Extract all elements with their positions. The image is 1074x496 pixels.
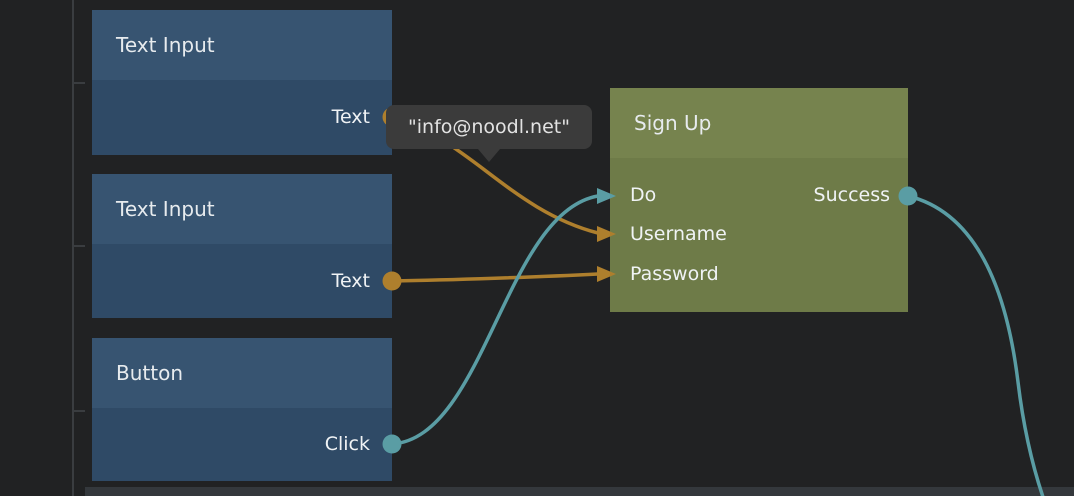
bottom-panel-edge	[85, 487, 1074, 496]
wire-text2-to-password[interactable]	[391, 272, 599, 283]
node-title-bar: Button	[92, 338, 392, 408]
node-text-input-2[interactable]: Text Input Text	[92, 174, 392, 318]
guide-tick	[72, 410, 85, 412]
input-port-password[interactable]: Password	[630, 263, 719, 285]
value-tooltip: "info@noodl.net"	[386, 105, 592, 162]
output-port-text[interactable]: Text	[331, 106, 370, 128]
output-port-text[interactable]: Text	[331, 270, 370, 292]
node-button[interactable]: Button Click	[92, 338, 392, 481]
node-text-input-1[interactable]: Text Input Text	[92, 10, 392, 155]
wire-success-offscreen[interactable]	[907, 194, 1045, 496]
output-port-success[interactable]: Success	[813, 184, 890, 206]
node-title: Text Input	[116, 33, 215, 57]
node-title-bar: Text Input	[92, 10, 392, 80]
node-title-bar: Sign Up	[610, 88, 908, 158]
value-tooltip-pointer	[478, 149, 500, 162]
wire-click-to-do[interactable]	[391, 194, 599, 446]
canvas-guide-line	[72, 0, 74, 496]
node-sign-up[interactable]: Sign Up Do Username Password Success	[610, 88, 908, 312]
value-tooltip-text: "info@noodl.net"	[408, 116, 570, 138]
node-title: Button	[116, 361, 183, 385]
input-port-do[interactable]: Do	[630, 184, 657, 206]
guide-tick	[72, 245, 85, 247]
guide-tick	[72, 82, 85, 84]
node-title: Sign Up	[634, 111, 712, 135]
output-port-click[interactable]: Click	[324, 433, 370, 455]
input-port-username[interactable]: Username	[630, 223, 727, 245]
node-title: Text Input	[116, 197, 215, 221]
node-title-bar: Text Input	[92, 174, 392, 244]
